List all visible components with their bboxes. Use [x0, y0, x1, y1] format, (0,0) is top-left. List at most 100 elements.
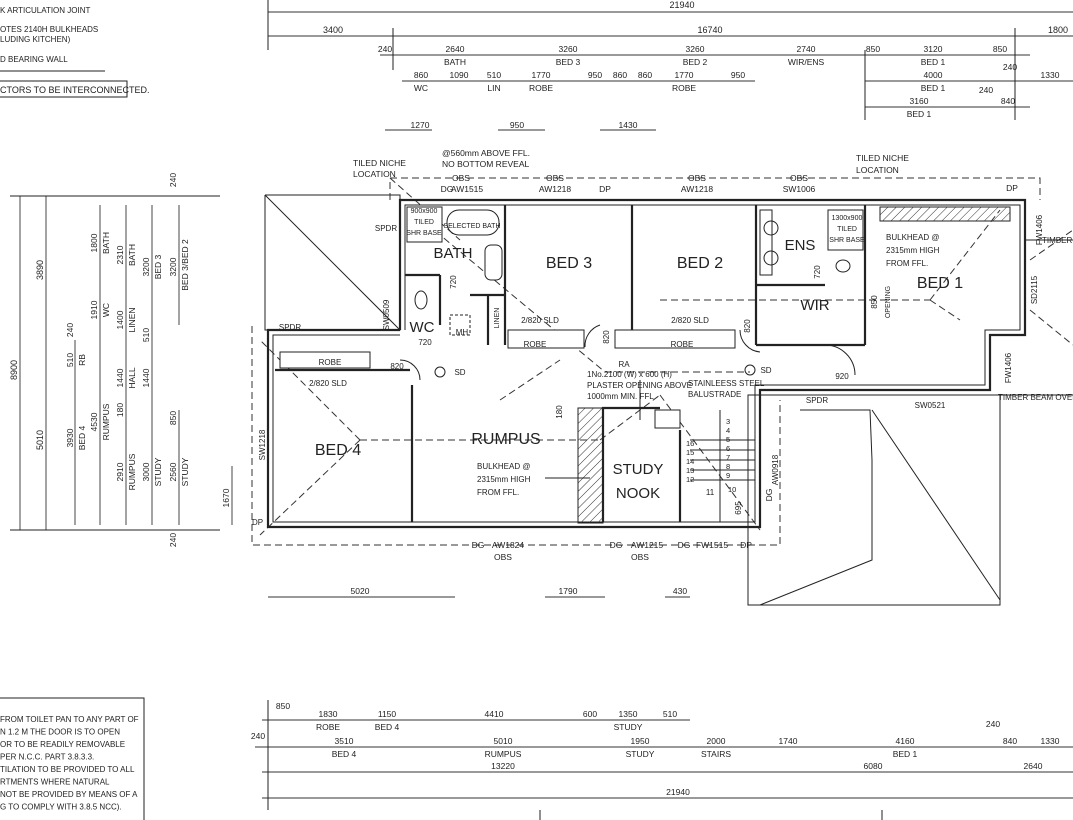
bottom-dims-r2-label: 240 — [986, 719, 1000, 729]
annotations-misc-label: SW0521 — [915, 401, 946, 410]
top-dims-r2-label: 1330 — [1041, 70, 1060, 80]
annotations-stairs-label: 7 — [726, 453, 730, 462]
top-dims-r3-label: 240 — [979, 85, 993, 95]
top-dims-r1-label: 240 — [378, 44, 392, 54]
notes-smoke-label: CTORS TO BE INTERCONNECTED. — [0, 85, 150, 95]
annotations-stairs-label: 4 — [726, 426, 730, 435]
notes-legend — [0, 70, 145, 820]
annotations-bulkhead1-label: FROM FFL. — [886, 259, 928, 268]
notes-legend-label: LUDING KITCHEN) — [0, 35, 71, 44]
top-dims-overall-label: 21940 — [669, 0, 694, 10]
rooms-ens-label: ENS — [785, 237, 816, 254]
notes-toilet-label: FROM TOILET PAN TO ANY PART OF — [0, 715, 139, 724]
bottom-dims-r1-label: 510 — [663, 709, 677, 719]
bottom-dims-r3-label: 6080 — [864, 761, 883, 771]
left-dims-items-label: STUDY — [153, 457, 163, 486]
left-dims-items-label: 510 — [65, 353, 75, 367]
annotations-misc-label: MH — [456, 328, 469, 337]
annotations-shr1-label: SHR BASE — [406, 230, 442, 237]
top-dims-r2-label: WC — [414, 83, 428, 93]
left-dims-items-label: HALL — [127, 367, 137, 389]
rooms-study-label: STUDY — [613, 461, 664, 478]
top-dims-r1-label: BED 2 — [683, 57, 708, 67]
rooms-bed4-label: BED 4 — [315, 442, 361, 459]
bottom-dims-r3-label: 13220 — [491, 761, 515, 771]
annotations-dg-label: DG — [472, 540, 485, 550]
annotations-stairs-label: 9 — [726, 471, 730, 480]
annotations-misc-label: FW1406 — [1035, 214, 1044, 245]
left-dims-items-label: 4530 — [89, 412, 99, 431]
left-dims-items-label: 3000 — [141, 462, 151, 481]
notes-toilet-label: RTMENTS WHERE NATURAL — [0, 778, 110, 787]
bottom-dimension-lines — [255, 596, 1073, 820]
annotations-misc-label: 820 — [743, 319, 752, 333]
bottom-dims-r2-label: 1330 — [1041, 736, 1060, 746]
bottom-dims-r3-label: 2640 — [1024, 761, 1043, 771]
bottom-dims-r1-label: 1350 — [619, 709, 638, 719]
bottom-dims-r2-label: STUDY — [626, 749, 655, 759]
annotations-stairs-label: 15 — [686, 448, 694, 457]
annotations-misc-label: ROBE — [524, 340, 547, 349]
bottom-dims-r1-label: ROBE — [316, 722, 340, 732]
annotations-windows-top-label: OBS — [546, 173, 564, 183]
annotations-misc-label: SPDR — [375, 224, 397, 233]
notes-toilet-label: TILATION TO BE PROVIDED TO ALL — [0, 765, 135, 774]
bottom-dims-overall-label: 21940 — [666, 787, 690, 797]
annotations-stairs-label: 16 — [686, 439, 694, 448]
top-dims-r1-label: 3260 — [686, 44, 705, 54]
left-dims-items-label: 240 — [65, 323, 75, 337]
top-dims-r1-label: 2740 — [797, 44, 816, 54]
annotations-bulkhead1-label: 2315mm HIGH — [886, 246, 940, 255]
left-dims-a-label: 3890 — [35, 260, 45, 280]
notes-legend-label: D BEARING WALL — [0, 55, 68, 64]
annotations-stairs-label: 8 — [726, 462, 730, 471]
bottom-dims-r2-label: 840 — [1003, 736, 1017, 746]
bottom-dims-r2-label: BED 4 — [332, 749, 357, 759]
top-dims-r1-label: WIR/ENS — [788, 57, 825, 67]
annotations-windows-top-label: DP — [599, 184, 611, 194]
top-dimension-lines — [267, 0, 1073, 131]
annotations-bulkhead2-label: FROM FFL. — [477, 488, 519, 497]
annotations-niche-note-label: NO BOTTOM REVEAL — [442, 159, 529, 169]
left-dims-items-label: 3200 — [141, 257, 151, 276]
bottom-dims-r2-label: STAIRS — [701, 749, 731, 759]
rooms-nook-label: NOOK — [616, 485, 660, 502]
annotations-dg-label: DG — [764, 489, 774, 502]
annotations-misc-label: SW1218 — [258, 429, 267, 460]
annotations-misc-label: ROBE — [671, 340, 694, 349]
annotations-stairs-label: 6 — [726, 444, 730, 453]
top-dims-r2-label: 860 — [638, 70, 652, 80]
annotations-niche1-label: TILED NICHE — [353, 158, 406, 168]
annotations-misc-label: AW1824 — [492, 540, 525, 550]
top-dims-r1-label: 850 — [866, 44, 880, 54]
bottom-dims-r2-label: 1950 — [631, 736, 650, 746]
annotations-windows-top-label: OBS — [790, 173, 808, 183]
annotations-shr1-label: TILED — [414, 219, 434, 226]
top-dims-r1-label: BATH — [444, 57, 466, 67]
left-dims-items-label: 1400 — [115, 310, 125, 329]
annotations-bulkhead2-label: 2315mm HIGH — [477, 475, 531, 484]
left-dims-items-label: LINEN — [127, 307, 137, 332]
notes-toilet-label: N 1.2 M THE DOOR IS TO OPEN — [0, 728, 120, 737]
notes-toilet-label: PER N.C.C. PART 3.8.3.3. — [0, 753, 94, 762]
annotations-misc-label: 820 — [602, 330, 611, 344]
annotations-misc-label: 820 — [390, 362, 404, 371]
left-dimension-lines — [10, 195, 233, 531]
annotations-shr2-label: TILED — [837, 226, 857, 233]
annotations-misc-label: 720 — [813, 265, 822, 279]
left-dims-items-label: 3200 — [168, 257, 178, 276]
annotations-misc-label: SD2115 — [1030, 275, 1039, 304]
bottom-dims-r2-label: 1740 — [779, 736, 798, 746]
top-dims-r2-label: 860 — [414, 70, 428, 80]
annotations-stairs-label: 10 — [728, 485, 736, 494]
left-dims-items-label: STUDY — [180, 457, 190, 486]
annotations-misc-label: SD — [760, 366, 771, 375]
bottom-dims-r2-label: 2000 — [707, 736, 726, 746]
top-dims-r1-label: 3260 — [559, 44, 578, 54]
annotations-misc-label: 695 — [734, 501, 743, 515]
annotations-misc-label: RA — [618, 360, 630, 369]
left-dims-items-label: 3930 — [65, 428, 75, 447]
left-dims-items-label: 510 — [141, 328, 151, 342]
notes-toilet-label: OR TO BE READILY REMOVABLE — [0, 740, 125, 749]
rooms-bed1-label: BED 1 — [917, 275, 963, 292]
